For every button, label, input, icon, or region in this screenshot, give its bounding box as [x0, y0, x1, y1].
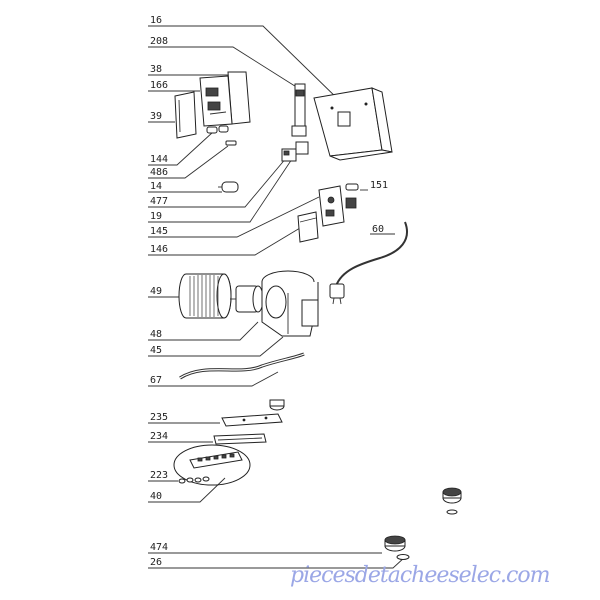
part-234-strip — [213, 433, 267, 445]
label-67: 67 — [150, 375, 162, 386]
leader-146 — [148, 227, 301, 256]
label-145: 145 — [150, 226, 168, 237]
part-151-connector — [345, 183, 359, 209]
part-146-relay-box — [297, 211, 319, 243]
part-49-fan-wheel — [178, 273, 232, 319]
label-26: 26 — [150, 557, 162, 568]
leader-144 — [148, 131, 214, 166]
part-45-blower-housing — [261, 270, 319, 337]
leader-19 — [148, 149, 299, 223]
label-48: 48 — [150, 329, 162, 340]
label-234: 234 — [150, 431, 168, 442]
label-39: 39 — [150, 111, 162, 122]
label-477: 477 — [150, 196, 168, 207]
leader-40 — [148, 477, 226, 503]
label-146: 146 — [150, 244, 168, 255]
part-235-lamp-bracket — [221, 399, 285, 427]
leader-208 — [148, 46, 299, 89]
label-474: 474 — [150, 542, 168, 553]
part-14-capacitor — [218, 181, 239, 193]
part-48-motor — [230, 285, 264, 313]
leader-48 — [148, 321, 259, 341]
label-144: 144 — [150, 154, 168, 165]
label-45: 45 — [150, 345, 162, 356]
part-19-clip — [295, 141, 309, 155]
label-223: 223 — [150, 470, 168, 481]
label-235: 235 — [150, 412, 168, 423]
label-166: 166 — [150, 80, 168, 91]
part-144-knobs — [206, 125, 229, 134]
label-49: 49 — [150, 286, 162, 297]
part-26-washer — [396, 554, 410, 560]
part-39-cover-plate — [174, 91, 197, 139]
part-474-knob — [384, 535, 406, 552]
watermark: piecesdetacheeselec.com — [290, 563, 550, 588]
leader-486 — [148, 145, 229, 179]
label-16: 16 — [150, 15, 162, 26]
label-486: 486 — [150, 167, 168, 178]
part-145-switch-block — [318, 185, 345, 227]
label-38: 38 — [150, 64, 162, 75]
part-40-control-board — [173, 444, 251, 486]
label-19: 19 — [150, 211, 162, 222]
leader-26 — [148, 556, 406, 569]
leader-145 — [148, 196, 320, 238]
part-486-pin — [225, 140, 237, 146]
part-38-control-box — [199, 71, 251, 127]
leader-67 — [148, 371, 279, 387]
part-477-clip — [281, 148, 297, 162]
leader-477 — [148, 156, 288, 208]
part-16-mounting-plate — [313, 87, 393, 161]
label-40: 40 — [150, 491, 162, 502]
label-208: 208 — [150, 36, 168, 47]
label-151: 151 — [370, 180, 388, 191]
leader-lines — [148, 25, 406, 569]
part-60-power-cable — [329, 221, 408, 305]
leader-45 — [148, 336, 284, 357]
leader-16 — [148, 25, 344, 105]
label-60: 60 — [372, 224, 384, 235]
label-14: 14 — [150, 181, 162, 192]
part-knob-right — [442, 487, 462, 515]
part-67-hose — [179, 352, 305, 380]
part-208-bracket — [291, 83, 307, 137]
part-223-buttons — [178, 476, 210, 484]
